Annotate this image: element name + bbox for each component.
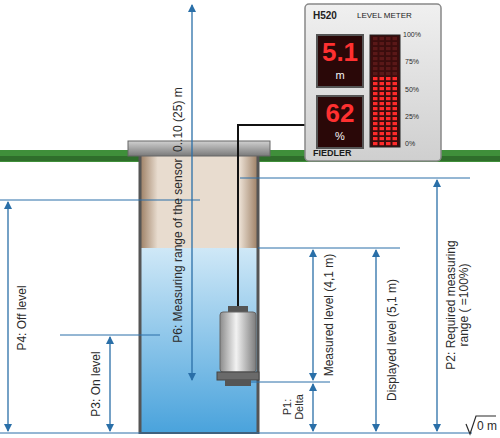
panel-text: m — [318, 69, 362, 81]
sensor-cable — [238, 125, 305, 310]
dimension-label: Measured level (4,1 m) — [323, 254, 336, 377]
level-meter: H520 LEVEL METER FIEDLER 5.1m 62% — [305, 4, 441, 161]
dimension-label: P3: On level — [90, 351, 103, 416]
well-cover — [128, 141, 270, 156]
display-value: 62 — [318, 98, 362, 129]
dimension-label: P4: Off level — [16, 285, 29, 350]
scale-label: 50% — [405, 86, 419, 93]
scale-label: 75% — [405, 58, 419, 65]
panel-text: H520 — [313, 10, 337, 21]
zero-level-symbol — [466, 416, 496, 434]
scale-label: 25% — [405, 113, 419, 120]
well-shaft — [140, 156, 258, 432]
pressure-sensor — [217, 306, 259, 386]
dimension-label: Displayed level (5,1 m) — [386, 279, 399, 401]
panel-text: LEVEL METER — [357, 11, 412, 20]
dimension-arrows — [8, 5, 437, 431]
scale-label: 0% — [405, 140, 415, 147]
water — [140, 248, 258, 432]
dimension-label: P6: Measuring range of the sensor 0..10 … — [172, 87, 185, 342]
display-value: 5.1 — [318, 37, 362, 68]
level-meter-panel — [305, 4, 441, 161]
panel-text: % — [318, 130, 362, 142]
zero-label: 0 m — [477, 419, 497, 433]
panel-text: FIEDLER — [313, 148, 352, 158]
digital-display: 62% — [316, 95, 364, 149]
dimension-label: P2: Required measuring range ( =100%) — [445, 230, 471, 380]
scale-label: 100% — [403, 31, 421, 38]
digital-display: 5.1m — [316, 34, 364, 88]
dimension-label: P1: Delta — [281, 385, 305, 429]
